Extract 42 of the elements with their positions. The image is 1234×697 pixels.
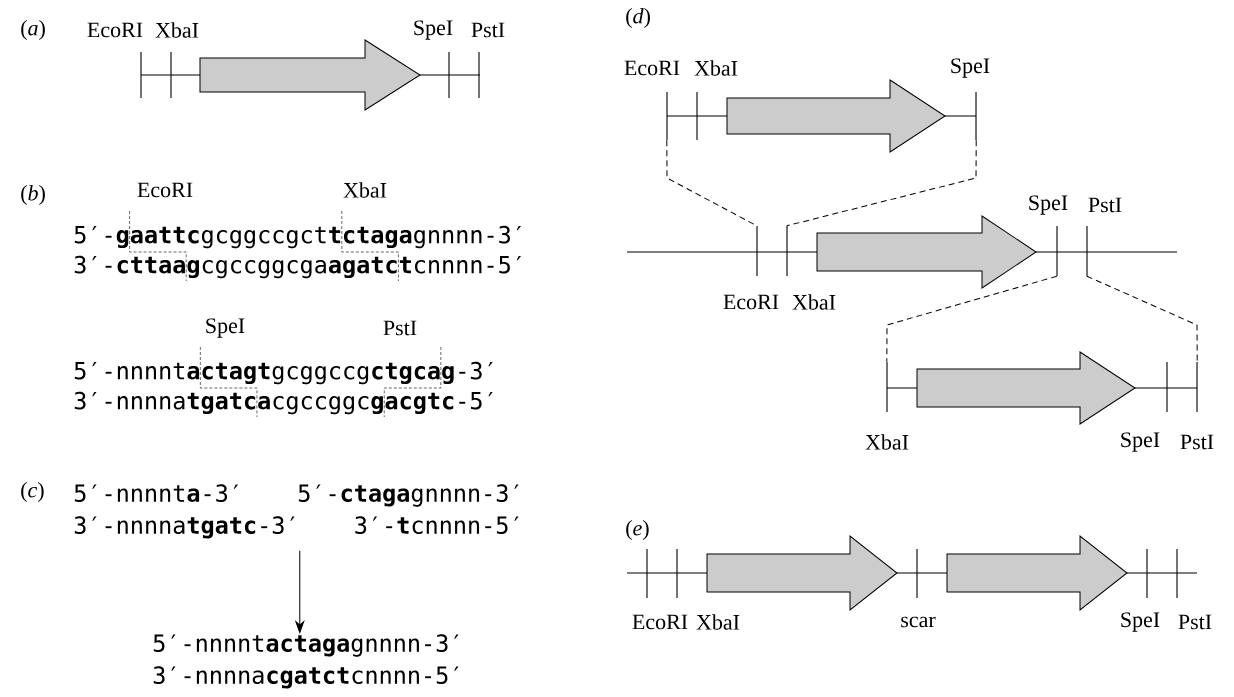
panel-label: (d) (626, 8, 650, 28)
site-label: EcoRI (624, 60, 680, 76)
dashed-guide-line (886, 275, 1058, 363)
dashed-guide-line (786, 139, 977, 227)
sequence-strand: 3′-nnnnatgatcacgccggcgacgtc-5′ (74, 391, 493, 415)
site-label: XbaI (155, 22, 199, 38)
site-label: PstI (1088, 197, 1122, 213)
site-label: XbaI (792, 294, 836, 310)
sequence-strand: 5′-nnnntactagtgcggccgctgcag-3′ (74, 361, 493, 385)
site-label: SpeI (1121, 612, 1160, 632)
dna-fragment: 5′-ctagagnnnn-3′ 3′-tcnnnn-5′ (298, 484, 519, 534)
panel-label: (c) (21, 482, 44, 502)
panel-label: (b) (21, 185, 45, 205)
site-label: EcoRI (723, 294, 779, 310)
site-label: SpeI (1029, 195, 1068, 215)
site-label: SpeI (1121, 432, 1160, 452)
site-label: PstI (1180, 434, 1214, 450)
site-label: PstI (1178, 614, 1212, 630)
dna-part-drawing (626, 215, 1178, 289)
site-label: PstI (471, 22, 505, 38)
sequence-strand: 5′-gaattcgcggccgcttctagagnnnn-3′ (74, 225, 521, 249)
dashed-guide-line (1086, 275, 1198, 363)
panel-label: (e) (626, 520, 649, 540)
dna-part-drawing (886, 351, 1198, 425)
ligated-sequence: 5′-nnnntactagagnnnn-3′ 3′-nnnnacgatctcnnnn-5′ (153, 634, 459, 689)
panel-label: (a) (21, 20, 45, 40)
site-label: SpeI (414, 20, 453, 40)
dna-part-drawing (666, 79, 977, 153)
site-label: EcoRI (137, 182, 193, 198)
site-label: EcoRI (632, 614, 688, 630)
site-label: XbaI (696, 614, 740, 630)
site-label: XbaI (865, 434, 909, 450)
site-label: SpeI (951, 58, 990, 78)
site-label: EcoRI (87, 22, 143, 38)
site-label: scar (901, 616, 936, 628)
arrow (295, 621, 305, 633)
site-label: PstI (383, 320, 417, 336)
site-label: XbaI (343, 182, 387, 198)
dna-fragment: 5′-nnnnta-3′ 3′-nnnnatgatc-3′ (74, 484, 295, 539)
site-label: SpeI (206, 318, 245, 338)
site-label: XbaI (694, 60, 738, 76)
sequence-strand: 3′-cttaagcgccggcgaagatctcnnnn-5′ (74, 255, 521, 279)
